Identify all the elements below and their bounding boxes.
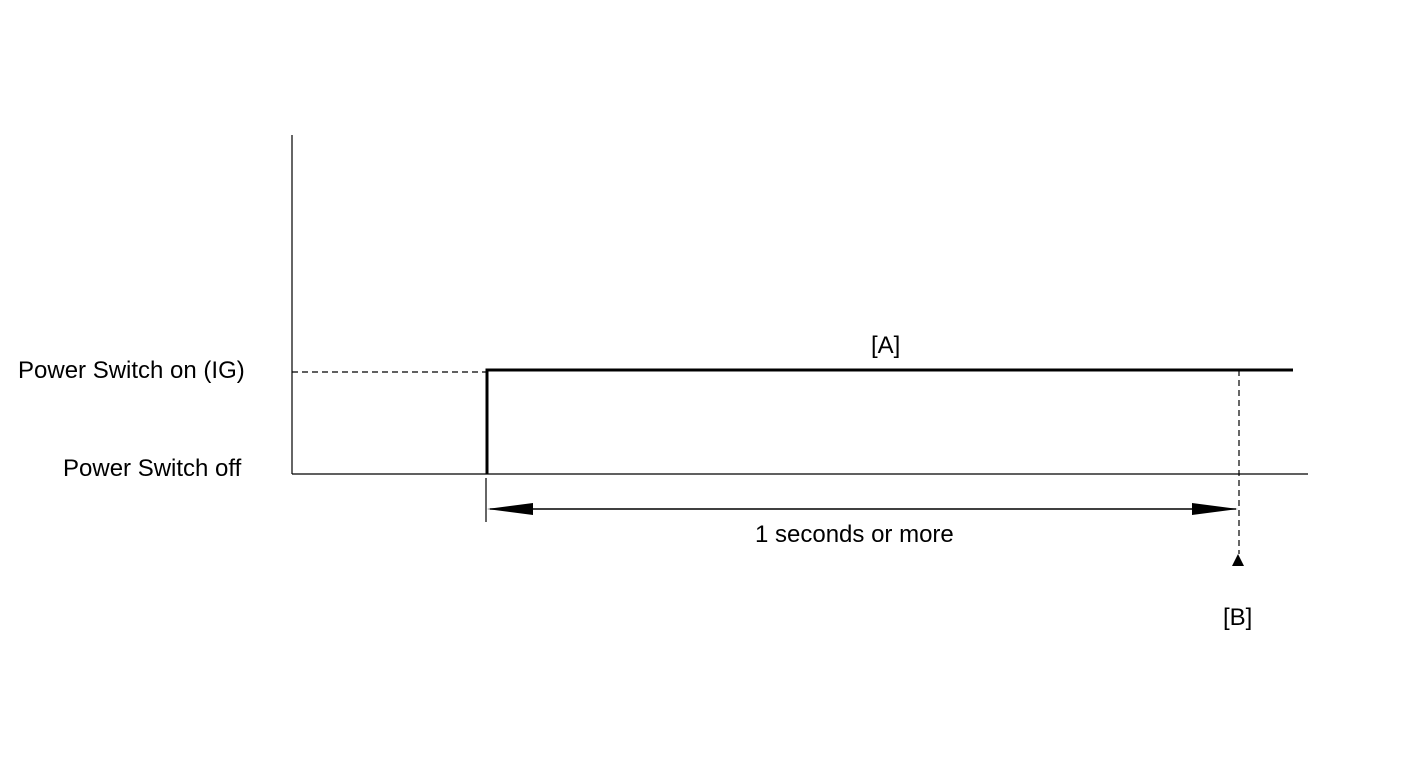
duration-label: 1 seconds or more [755, 521, 954, 548]
level-on-label: Power Switch on (IG) [18, 357, 245, 384]
level-off-label: Power Switch off [63, 455, 242, 482]
marker-b-label: [B] [1223, 604, 1252, 631]
duration-arrowhead-right [1192, 503, 1238, 515]
duration-arrowhead-left [487, 503, 533, 515]
marker-a-label: [A] [871, 332, 900, 359]
marker-b-pointer-triangle [1232, 554, 1244, 566]
power-switch-signal [485, 368, 1293, 474]
